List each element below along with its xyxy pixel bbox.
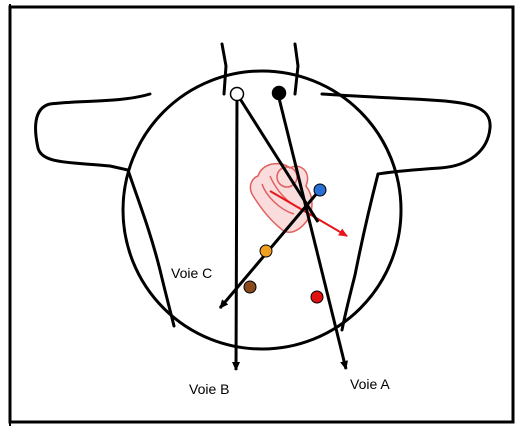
- white-electrode: [229, 86, 245, 102]
- brown-electrode: [243, 280, 257, 294]
- left-torso-side: [126, 168, 176, 328]
- lead-c-label: Voie C: [171, 265, 212, 281]
- left-arm: [34, 92, 152, 172]
- right-arm: [320, 92, 492, 176]
- orange-electrode: [259, 244, 273, 258]
- lead-a-label: Voie A: [350, 376, 390, 392]
- thorax-circle: [121, 69, 403, 351]
- torso-outline: [34, 42, 492, 332]
- neck-left: [220, 42, 228, 96]
- lead-b-upper: [235, 93, 320, 223]
- red-electrode: [310, 290, 324, 304]
- lead-a-line: [276, 93, 348, 370]
- neck-right: [293, 42, 300, 96]
- blue-electrode: [313, 183, 327, 197]
- black-electrode: [271, 85, 287, 101]
- right-torso-side: [340, 172, 380, 332]
- figure-frame: [8, 5, 515, 424]
- lead-b-line: [232, 93, 241, 371]
- lead-b-label: Voie B: [189, 381, 229, 397]
